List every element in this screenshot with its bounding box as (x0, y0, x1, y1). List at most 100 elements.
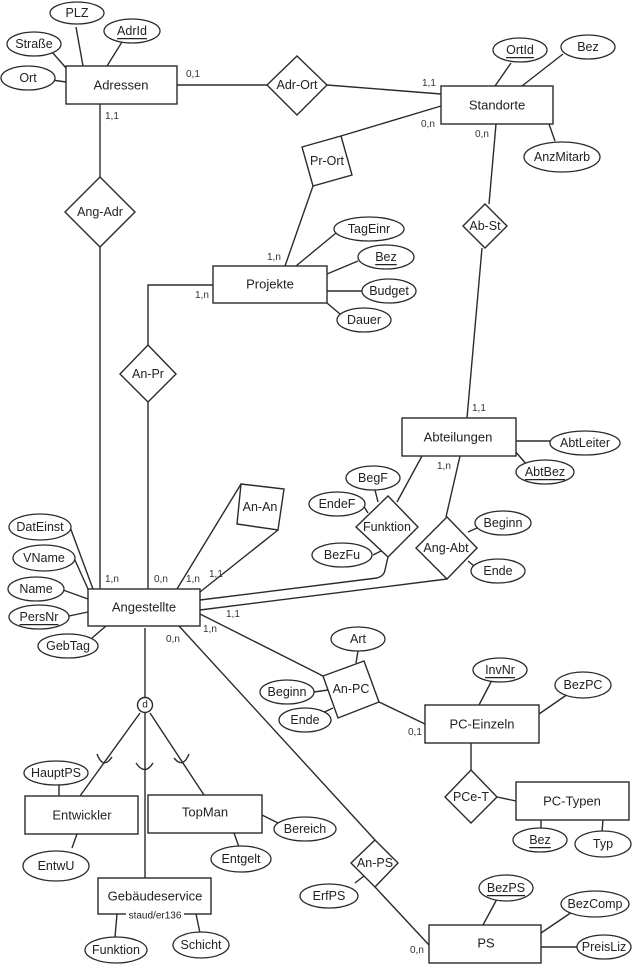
line-prort-projekte (284, 185, 314, 267)
cardinality: 0,n (410, 945, 424, 956)
attribute-strasse: Straße (6, 31, 62, 57)
attribute-entgelt: Entgelt (210, 845, 272, 873)
cardinality: 1,1 (472, 403, 486, 414)
entity-pc-einzeln[interactable]: PC-Einzeln (424, 704, 540, 744)
line-ende-angabt (467, 560, 475, 567)
line-angestellte-angabt (199, 578, 448, 611)
line-plz (75, 26, 84, 67)
line-anpc-pceinzeln (378, 701, 426, 725)
relationship-label: An-PC (333, 682, 370, 696)
attribute-bez-pctypen: Bez (512, 827, 568, 853)
attribute-label: PreisLiz (582, 940, 626, 954)
line-vname (73, 557, 89, 590)
attribute-endef: EndeF (308, 491, 366, 517)
attribute-label: Bez (577, 40, 599, 54)
cardinality: 1,n (203, 624, 217, 635)
attribute-abtbez: AbtBez (515, 459, 575, 485)
attribute-label: BegF (358, 471, 388, 485)
line-angestellte-anps (178, 625, 376, 841)
attribute-label: VName (23, 551, 65, 565)
entity-entwickler[interactable]: Entwickler (24, 795, 139, 835)
line-erfps (354, 875, 365, 884)
cardinality: 1,1 (105, 111, 119, 122)
entity-label: Entwickler (52, 808, 112, 823)
relationship-pce-t[interactable]: PCe-T (444, 768, 498, 824)
line-strasse (51, 51, 67, 69)
attribute-dateinst: DatEinst (8, 513, 72, 541)
attribute-label: AnzMitarb (534, 150, 590, 164)
attribute-hauptps: HauptPS (23, 760, 89, 786)
cardinality: 0,n (154, 574, 168, 585)
line-gebtag (91, 625, 107, 639)
cardinality: 1,n (195, 290, 209, 301)
entity-adressen[interactable]: Adressen (65, 65, 178, 105)
attribute-typ: Typ (574, 830, 632, 858)
line-bezcomp (540, 911, 573, 934)
attribute-abtleiter: AbtLeiter (549, 430, 621, 456)
line-gen-entwickler (79, 712, 141, 797)
entity-gebaeudeservice[interactable]: Gebäudeservice (97, 877, 212, 915)
attribute-funktion-gs: Funktion (84, 936, 148, 964)
entity-label: TopMan (182, 805, 228, 820)
relationship-label: Ang-Adr (77, 205, 123, 219)
entity-projekte[interactable]: Projekte (212, 265, 328, 304)
attribute-label: Funktion (92, 943, 140, 957)
attribute-label: Typ (593, 837, 613, 851)
attribute-label: BezComp (568, 897, 623, 911)
entity-angestellte[interactable]: Angestellte (87, 588, 201, 627)
attribute-entwu: EntwU (22, 850, 90, 882)
attribute-label-key: Bez (375, 250, 397, 264)
relationship-an-pc[interactable]: An-PC (322, 660, 380, 719)
attribute-label: Beginn (268, 685, 307, 699)
line-bezpc (538, 693, 569, 715)
line-projekte-anpr (147, 284, 213, 345)
attribute-preisliz: PreisLiz (576, 934, 632, 960)
attribute-label: Schicht (181, 938, 223, 952)
relationship-an-pr[interactable]: An-Pr (119, 343, 177, 403)
relationship-an-ps[interactable]: An-PS (349, 839, 399, 889)
attribute-adrid: AdrId (103, 18, 161, 44)
relationship-ang-abt[interactable]: Ang-Abt (415, 516, 478, 580)
attribute-ende-angabt: Ende (470, 558, 526, 584)
line-persnr (68, 611, 89, 617)
cardinality: 1,1 (422, 78, 436, 89)
line-typ (601, 819, 604, 833)
entity-pc-typen[interactable]: PC-Typen (515, 781, 630, 821)
line-abteilungen-funktion (396, 455, 423, 503)
cardinality: 0,n (475, 129, 489, 140)
line-standorte-abst (488, 123, 497, 205)
attribute-label: TagEinr (348, 222, 390, 236)
relationship-adr-ort[interactable]: Adr-Ort (266, 55, 328, 116)
attribute-label: Name (19, 582, 52, 596)
attribute-label-key: Bez (529, 833, 551, 847)
entity-abteilungen[interactable]: Abteilungen (401, 417, 517, 457)
relationship-pr-ort[interactable]: Pr-Ort (301, 135, 353, 187)
attribute-plz: PLZ (49, 1, 105, 25)
attribute-label: Beginn (484, 516, 523, 530)
entity-label: Abteilungen (424, 430, 493, 445)
cardinality: 1,1 (226, 609, 240, 620)
entity-topman[interactable]: TopMan (147, 794, 263, 834)
relationship-ab-st[interactable]: Ab-St (462, 203, 508, 249)
attribute-label: DatEinst (16, 520, 64, 534)
attribute-label: Dauer (347, 313, 381, 327)
entity-ps[interactable]: PS (428, 924, 542, 964)
cardinality: 1,n (437, 461, 451, 472)
line-beginn-angabt (467, 527, 478, 533)
attribute-bez-projekte: Bez (357, 244, 415, 270)
attribute-label: Budget (369, 284, 409, 298)
relationship-an-an[interactable]: An-An (236, 483, 285, 531)
entity-standorte[interactable]: Standorte (440, 85, 554, 125)
attribute-schicht: Schicht (172, 931, 230, 959)
entity-label: Projekte (246, 277, 294, 292)
line-bez-standorte (521, 53, 564, 87)
line-angestellte-anpc (199, 613, 324, 677)
relationship-ang-adr[interactable]: Ang-Adr (64, 176, 136, 248)
line-gen-topman (149, 712, 205, 796)
credit-label: staud/er136 (126, 911, 184, 922)
relationship-funktion[interactable]: Funktion (354, 495, 419, 558)
attribute-tageinr: TagEinr (333, 216, 405, 242)
attribute-label-key: InvNr (485, 663, 515, 677)
generalization-circle: d (136, 696, 154, 714)
